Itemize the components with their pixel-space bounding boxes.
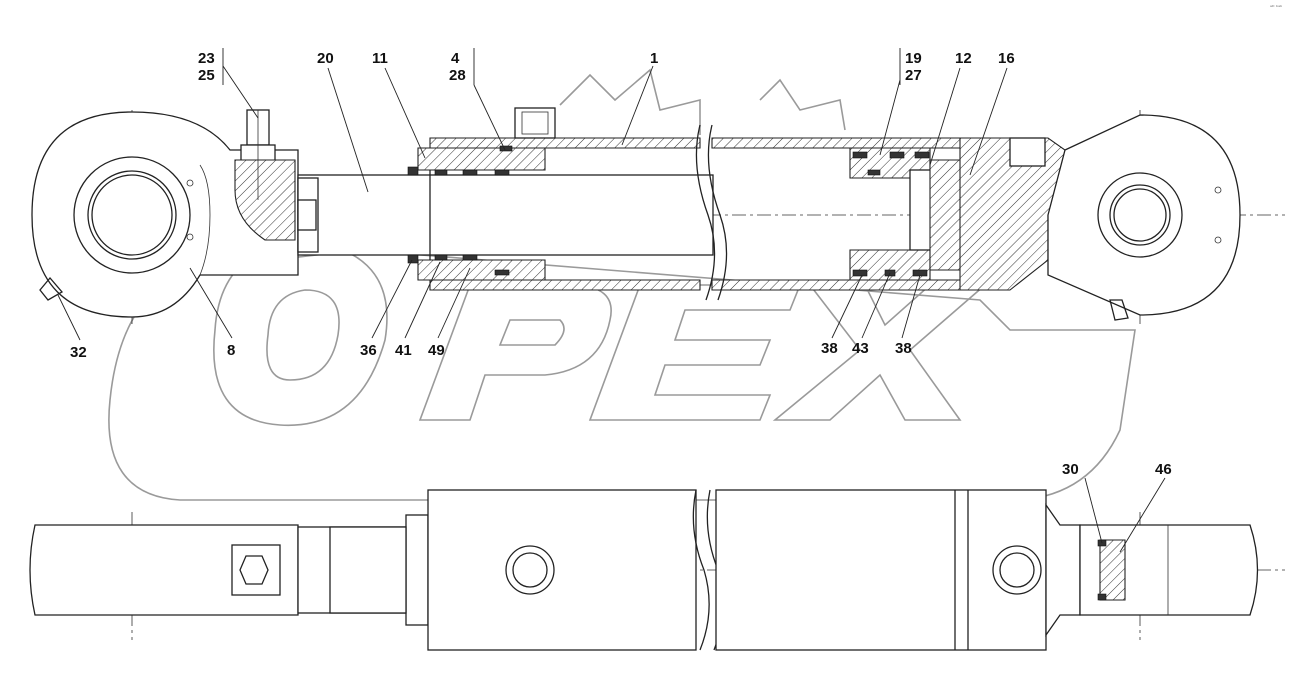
- callout-38-left: 38: [821, 340, 838, 357]
- callout-4: 4: [451, 50, 460, 67]
- watermark-letter-x: [772, 284, 988, 421]
- watermark-letter-o: [213, 239, 388, 427]
- callout-46: 46: [1155, 461, 1172, 478]
- gland: [417, 147, 546, 171]
- left-rod-eye: [31, 111, 299, 318]
- leader-lines: [57, 48, 1166, 553]
- callout-38-right: 38: [895, 340, 912, 357]
- callout-32: 32: [70, 344, 87, 361]
- callouts: 1 4 28 11 20 23 25 19 27 12 16 32 8 36 4…: [70, 50, 1172, 478]
- callout-41: 41: [395, 342, 412, 359]
- callout-27: 27: [905, 67, 922, 84]
- callout-49: 49: [428, 342, 445, 359]
- callout-23: 23: [198, 50, 215, 67]
- tube-lower-left: [427, 489, 697, 651]
- watermark-logo: [108, 68, 1136, 501]
- tube-lower-right: [715, 489, 1047, 651]
- cylinder-tube-top: [429, 137, 701, 149]
- rod-end-lower: [29, 524, 299, 616]
- watermark-letter-p: [418, 284, 612, 421]
- exterior-view: [29, 489, 1285, 651]
- callout-43: 43: [852, 340, 869, 357]
- watermark-outline: [108, 249, 1136, 501]
- callout-19: 19: [905, 50, 922, 67]
- callout-16: 16: [998, 50, 1015, 67]
- callout-20: 20: [317, 50, 334, 67]
- callout-1: 1: [650, 50, 658, 67]
- callout-30: 30: [1062, 461, 1079, 478]
- watermark-letter-e: [588, 284, 802, 421]
- corner-note: ᵃᴰ ᵇᵃᵇ: [1270, 5, 1282, 11]
- callout-12: 12: [955, 50, 972, 67]
- callout-8: 8: [227, 342, 235, 359]
- callout-25: 25: [198, 67, 215, 84]
- cylinder-tube-bottom: [429, 279, 701, 291]
- callout-11: 11: [372, 50, 388, 67]
- right-rod-eye: [1047, 114, 1241, 316]
- callout-36: 36: [360, 342, 377, 359]
- piston-rod: [297, 174, 714, 256]
- callout-28: 28: [449, 67, 466, 84]
- section-view: [31, 107, 1285, 325]
- watermark-gear: [559, 68, 846, 135]
